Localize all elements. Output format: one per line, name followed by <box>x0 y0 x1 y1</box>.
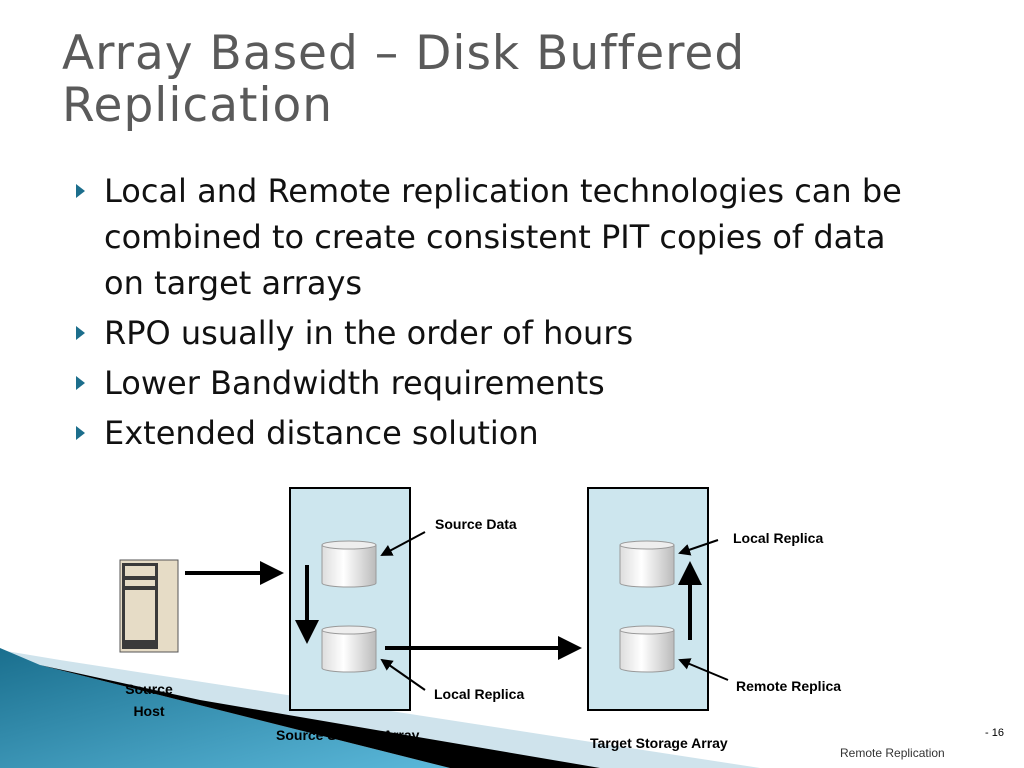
bullet-list: Local and Remote replication technologie… <box>74 168 934 460</box>
pointer-arrows <box>380 531 729 691</box>
flow-arrows <box>185 561 702 660</box>
target-array-label: Target Storage Array <box>590 735 728 751</box>
page-number: - 16 <box>985 727 1004 739</box>
bullet-text: Local and Remote replication technologie… <box>104 172 902 302</box>
slide-title: Array Based – Disk Buffered Replication <box>62 26 746 133</box>
bullet-item: Extended distance solution <box>74 410 934 456</box>
remote-replica-label: Remote Replica <box>736 678 842 694</box>
server-icon <box>119 559 179 653</box>
source-host-label: Source Host <box>125 681 173 719</box>
disk-icons <box>321 540 675 673</box>
bullet-text: Lower Bandwidth requirements <box>104 364 605 402</box>
local-replica-source-label: Local Replica <box>434 686 525 702</box>
source-array-label: Source Storage Array <box>276 727 420 743</box>
bullet-text: RPO usually in the order of hours <box>104 314 634 352</box>
bullet-text: Extended distance solution <box>104 414 539 452</box>
bullet-item: Local and Remote replication technologie… <box>74 168 934 306</box>
bullet-arrow-icon <box>76 376 85 390</box>
source-data-label: Source Data <box>435 516 517 532</box>
footer-text: Remote Replication <box>840 746 945 760</box>
bullet-arrow-icon <box>76 184 85 198</box>
bullet-item: RPO usually in the order of hours <box>74 310 934 356</box>
local-replica-target-label: Local Replica <box>733 530 824 546</box>
source-storage-array <box>289 487 411 711</box>
bullet-item: Lower Bandwidth requirements <box>74 360 934 406</box>
decorative-wave <box>0 648 760 768</box>
bullet-arrow-icon <box>76 326 85 340</box>
bullet-arrow-icon <box>76 426 85 440</box>
